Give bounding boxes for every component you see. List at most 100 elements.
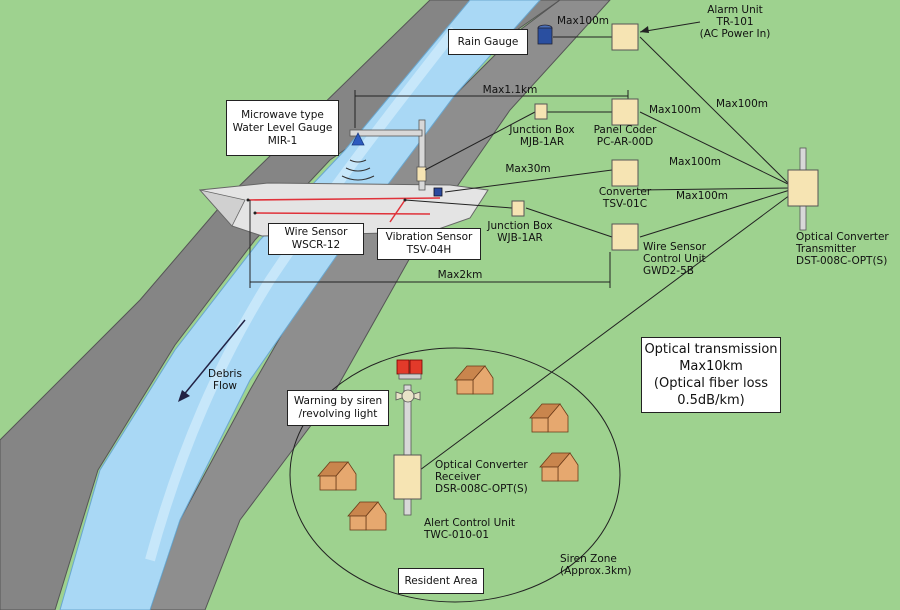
vibration-sensor-icon <box>433 187 443 197</box>
warning-box: Warning by siren /revolving light <box>287 390 389 426</box>
optical-transmission-line-2: Max10km <box>679 359 743 374</box>
gauge-pole <box>418 119 426 191</box>
optical-transmitter-name: Optical Converter <box>796 231 889 243</box>
optical-transmission-line-4: 0.5dB/km) <box>677 393 745 408</box>
vibration-sensor-box: Vibration Sensor TSV-04H <box>377 228 481 260</box>
wire-anchor-left <box>246 198 250 202</box>
panel-coder-icon <box>611 98 639 126</box>
dist-vibration-converter: Max30m <box>505 163 551 175</box>
alarm-unit-label: Alarm Unit TR-101 (AC Power In) <box>690 4 780 40</box>
wire-sensor-control-label: Wire Sensor Control Unit GWD2-5B <box>643 241 733 277</box>
optical-receiver-name: Optical Converter <box>435 459 528 471</box>
junction-box-mjb-model: MJB-1AR <box>519 136 565 148</box>
converter-name: Converter <box>598 186 652 198</box>
dam-weir <box>198 182 489 237</box>
dam-wing-left <box>198 189 246 227</box>
microwave-gauge-line-1: Microwave type <box>241 108 324 121</box>
converter-icon <box>611 159 639 187</box>
microwave-gauge-line-3: MIR-1 <box>267 134 298 147</box>
microwave-gauge-line-2: Water Level Gauge <box>232 121 333 134</box>
wire-sensor-line-2 <box>254 212 431 215</box>
alarm-unit-icon <box>611 23 639 51</box>
revolving-light-right-icon <box>409 359 423 375</box>
microwave-wave-icon <box>341 159 375 181</box>
panel-coder-name: Panel Coder <box>593 124 657 136</box>
light-mount <box>398 373 422 380</box>
wire-sensor-line-1 <box>247 197 441 201</box>
dist-river-span: Max1.1km <box>482 84 538 96</box>
gauge-arm <box>349 129 423 137</box>
wire-sensor-line-3 <box>389 199 406 223</box>
microwave-gauge-icon <box>351 132 365 146</box>
optical-transmitter-type: Transmitter <box>796 243 856 255</box>
optical-transmission-line-1: Optical transmission <box>644 342 778 357</box>
wire-sensor-line-1-text: Wire Sensor <box>284 226 348 238</box>
optical-receiver-label: Optical Converter Receiver DSR-008C-OPT(… <box>435 459 555 495</box>
debris-flow-line-1: Debris <box>208 368 242 380</box>
dim-1-1km <box>354 90 629 128</box>
junction-box-wjb-label: Junction Box WJB-1AR <box>480 220 560 244</box>
alarm-unit-power: (AC Power In) <box>699 28 771 40</box>
optical-receiver-model: DSR-008C-OPT(S) <box>435 483 528 495</box>
resident-area-box: Resident Area <box>398 568 484 594</box>
optical-transmitter-label: Optical Converter Transmitter DST-008C-O… <box>796 231 898 267</box>
wire-sensor-control-name: Wire Sensor <box>643 241 706 253</box>
converter-model: TSV-01C <box>602 198 648 210</box>
revolving-light-left-icon <box>396 359 410 375</box>
optical-transmission-box: Optical transmission Max10km (Optical fi… <box>641 337 781 413</box>
house-icon <box>317 461 357 491</box>
junction-box-mjb-label: Junction Box MJB-1AR <box>502 124 582 148</box>
optical-transmitter-model: DST-008C-OPT(S) <box>796 255 888 267</box>
debris-flow-arrow-head <box>178 390 190 402</box>
siren-pole <box>403 384 412 516</box>
siren-horn-left-icon <box>395 391 403 401</box>
wire-sensor-line-2-text: WSCR-12 <box>291 239 341 251</box>
dist-converter-lower: Max100m <box>676 190 728 202</box>
house-icon <box>539 452 579 482</box>
resident-area-label: Resident Area <box>404 574 478 587</box>
dim-2km <box>249 200 611 288</box>
rain-gauge-icon <box>537 27 553 45</box>
house-icon <box>529 403 569 433</box>
dist-coder-transmitter: Max100m <box>649 104 701 116</box>
panel-coder-model: PC-AR-00D <box>596 136 654 148</box>
panel-coder-label: Panel Coder PC-AR-00D <box>585 124 665 148</box>
siren-zone-label: Siren Zone (Approx.3km) <box>560 553 650 577</box>
wire-sensor-control-unit: Control Unit <box>643 253 706 265</box>
vibration-sensor-line-2: TSV-04H <box>406 244 452 256</box>
vibration-sensor-line-1: Vibration Sensor <box>385 231 473 243</box>
siren-zone-line-2: (Approx.3km) <box>560 565 632 577</box>
connection-lines <box>404 21 791 471</box>
wire-sensor-control-icon <box>611 223 639 251</box>
river-highlight <box>145 26 459 562</box>
house-icon <box>347 501 387 531</box>
arrow-head <box>640 26 649 33</box>
siren-horn-right-icon <box>413 391 421 401</box>
junction-box-wjb-name: Junction Box <box>487 220 553 232</box>
optical-transmitter-icon <box>787 169 819 207</box>
optical-transmission-line-3: (Optical fiber loss <box>653 376 769 391</box>
junction-box-mjb-name: Junction Box <box>509 124 575 136</box>
wire-sensor-control-model: GWD2-5B <box>643 265 694 277</box>
house-icon <box>454 365 494 395</box>
warning-line-1: Warning by siren <box>293 395 383 407</box>
alarm-unit-model: TR-101 <box>716 16 754 28</box>
dist-converter-upper: Max100m <box>669 156 721 168</box>
debris-flow-line-2: Flow <box>213 380 237 392</box>
rain-gauge-label: Rain Gauge <box>457 35 519 48</box>
optical-receiver-icon <box>393 454 422 500</box>
junction-box-mjb-icon <box>534 103 548 120</box>
optical-receiver-type: Receiver <box>435 471 481 483</box>
warning-line-2: /revolving light <box>298 408 378 420</box>
wire-anchor-left-2 <box>253 211 257 215</box>
junction-box-wjb-icon <box>511 200 525 217</box>
wire-sensor-box: Wire Sensor WSCR-12 <box>268 223 364 255</box>
siren-zone-line-1: Siren Zone <box>560 553 617 565</box>
dist-rain-alarm: Max100m <box>557 15 609 27</box>
dist-alarm-transmitter: Max100m <box>716 98 768 110</box>
converter-label: Converter TSV-01C <box>585 186 665 210</box>
rain-gauge-box: Rain Gauge <box>448 29 528 55</box>
alert-control-label: Alert Control Unit TWC-010-01 <box>424 517 534 541</box>
